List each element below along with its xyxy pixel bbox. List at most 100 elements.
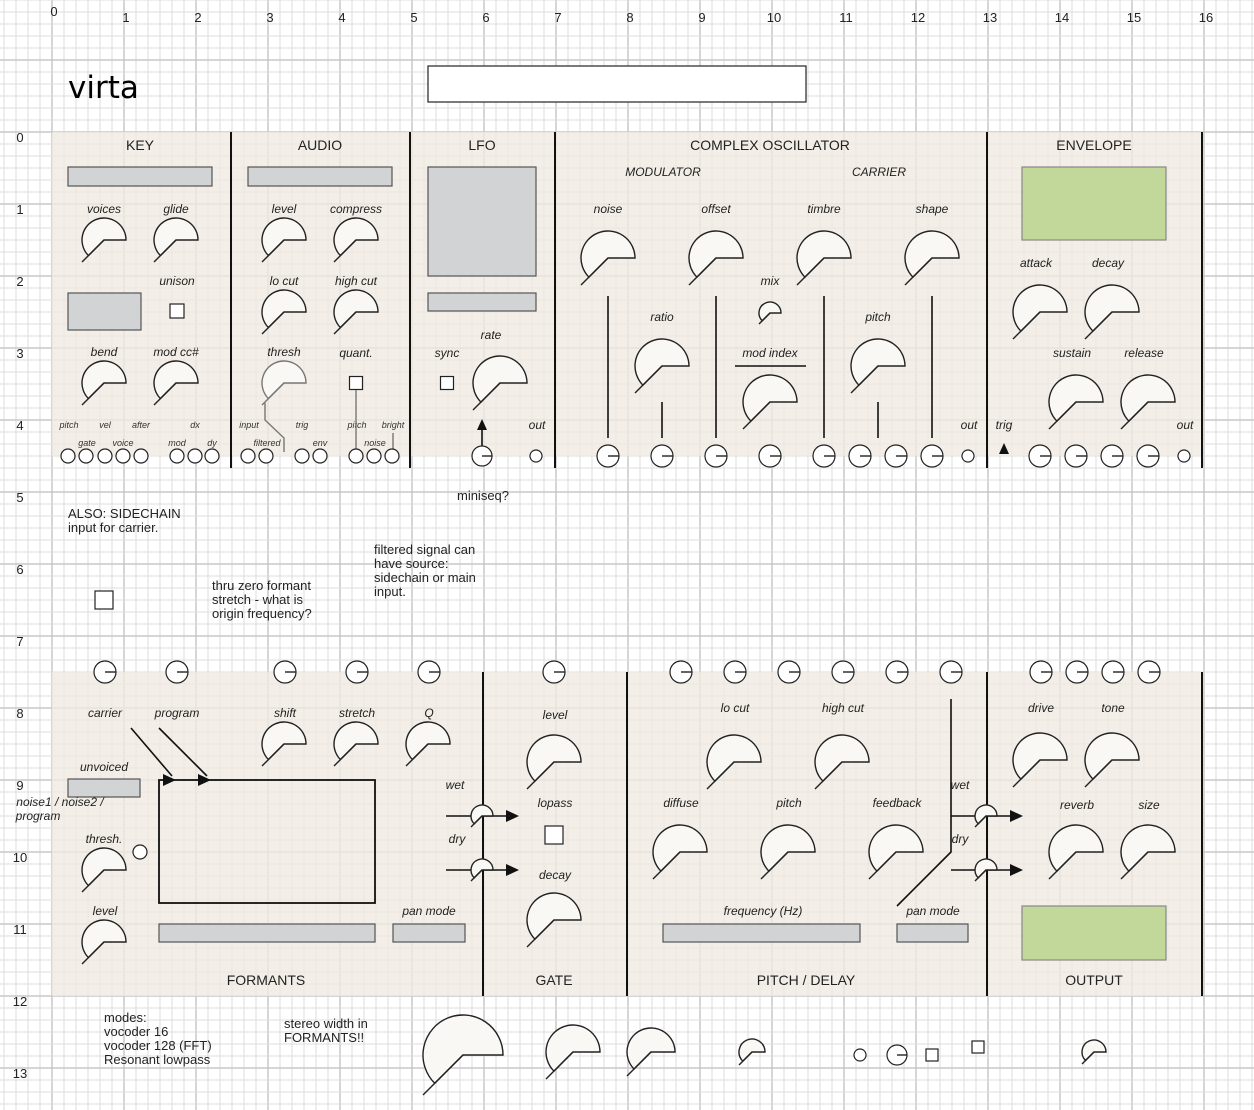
- ratio-knob[interactable]: [634, 338, 690, 394]
- bottom-cv-6-jack[interactable]: [669, 660, 693, 684]
- sample-cv-jack-jack[interactable]: [886, 1044, 908, 1066]
- highcut-knob[interactable]: [333, 289, 379, 335]
- timbre-knob[interactable]: [796, 230, 852, 286]
- osc-cv-4-jack[interactable]: [812, 444, 836, 468]
- audio-cv-6-jack[interactable]: [384, 448, 400, 464]
- env-cv-3-jack[interactable]: [1136, 444, 1160, 468]
- osc-cv-5-jack[interactable]: [848, 444, 872, 468]
- lopass-toggle[interactable]: [544, 825, 564, 845]
- gate-decay-knob[interactable]: [526, 892, 582, 948]
- formant-dry-knob[interactable]: [470, 858, 494, 882]
- lfo-out-jack[interactable]: [529, 449, 543, 463]
- shape-knob[interactable]: [904, 230, 960, 286]
- osc-cv-1-jack[interactable]: [650, 444, 674, 468]
- sample-medium-knob[interactable]: [545, 1024, 601, 1080]
- bottom-cv-10-jack[interactable]: [885, 660, 909, 684]
- offset-knob[interactable]: [688, 230, 744, 286]
- sample-toggle-2[interactable]: [971, 1040, 985, 1054]
- formant-wet-knob[interactable]: [470, 804, 494, 828]
- key-cv-0-jack[interactable]: [60, 448, 76, 464]
- audio-cv-2-jack[interactable]: [294, 448, 310, 464]
- sample-toggle[interactable]: [925, 1048, 939, 1062]
- sample-tiny-knob[interactable]: [1081, 1039, 1107, 1065]
- quantize-toggle[interactable]: [348, 375, 364, 391]
- bottom-cv-12-jack[interactable]: [1029, 660, 1053, 684]
- sync-toggle[interactable]: [439, 375, 455, 391]
- name-field[interactable]: [427, 65, 807, 103]
- bottom-cv-4-jack[interactable]: [417, 660, 441, 684]
- bottom-cv-1-jack[interactable]: [165, 660, 189, 684]
- gate-level-knob[interactable]: [526, 734, 582, 790]
- mod-index-knob[interactable]: [742, 374, 798, 430]
- glide-knob[interactable]: [153, 217, 199, 263]
- bottom-cv-11-jack[interactable]: [939, 660, 963, 684]
- osc-cv-0-jack[interactable]: [596, 444, 620, 468]
- sample-large-knob[interactable]: [422, 1014, 504, 1096]
- q-knob[interactable]: [405, 721, 451, 767]
- formant-bar[interactable]: [158, 923, 376, 943]
- env-cv-1-jack[interactable]: [1064, 444, 1088, 468]
- key-cv-4-jack[interactable]: [133, 448, 149, 464]
- bottom-cv-13-jack[interactable]: [1065, 660, 1089, 684]
- key-cv-7-jack[interactable]: [204, 448, 220, 464]
- modcc-knob[interactable]: [153, 360, 199, 406]
- output-size-knob[interactable]: [1120, 824, 1176, 880]
- shift-knob[interactable]: [261, 721, 307, 767]
- sidechain-toggle[interactable]: [94, 590, 114, 610]
- carrier-pitch-knob[interactable]: [850, 338, 906, 394]
- stretch-knob[interactable]: [333, 721, 379, 767]
- delay-pitch-knob[interactable]: [760, 824, 816, 880]
- bottom-cv-2-jack[interactable]: [273, 660, 297, 684]
- unison-toggle[interactable]: [169, 303, 185, 319]
- key-cv-3-jack[interactable]: [115, 448, 131, 464]
- key-cv-1-jack[interactable]: [78, 448, 94, 464]
- bottom-cv-5-jack[interactable]: [542, 660, 566, 684]
- lfo-rate-cv-jack[interactable]: [471, 445, 493, 467]
- voices-knob[interactable]: [81, 217, 127, 263]
- audio-cv-0-jack[interactable]: [240, 448, 256, 464]
- env-out-jack[interactable]: [1177, 449, 1191, 463]
- output-reverb-knob[interactable]: [1048, 824, 1104, 880]
- frequency-bar[interactable]: [662, 923, 861, 943]
- bottom-cv-3-jack[interactable]: [345, 660, 369, 684]
- bottom-cv-0-jack[interactable]: [93, 660, 117, 684]
- delay-diffuse-knob[interactable]: [652, 824, 708, 880]
- attack-knob[interactable]: [1012, 284, 1068, 340]
- output-drive-knob[interactable]: [1012, 732, 1068, 788]
- formant-pan-mode[interactable]: [392, 923, 466, 943]
- level-knob[interactable]: [261, 217, 307, 263]
- bend-knob[interactable]: [81, 360, 127, 406]
- audio-cv-4-jack[interactable]: [348, 448, 364, 464]
- sample-medium-small-knob[interactable]: [626, 1027, 676, 1077]
- delay-wet-knob[interactable]: [974, 804, 998, 828]
- osc-cv-6-jack[interactable]: [884, 444, 908, 468]
- release-knob[interactable]: [1120, 374, 1176, 430]
- sample-small-knob[interactable]: [738, 1038, 766, 1066]
- osc-cv-2-jack[interactable]: [704, 444, 728, 468]
- bottom-cv-8-jack[interactable]: [777, 660, 801, 684]
- delay-locut-knob[interactable]: [706, 734, 762, 790]
- compress-knob[interactable]: [333, 217, 379, 263]
- formant-level-knob[interactable]: [81, 919, 127, 965]
- audio-cv-1-jack[interactable]: [258, 448, 274, 464]
- lfo-rate-knob[interactable]: [472, 355, 528, 411]
- osc-out-jack[interactable]: [961, 449, 975, 463]
- env-cv-2-jack[interactable]: [1100, 444, 1124, 468]
- key-cv-6-jack[interactable]: [187, 448, 203, 464]
- osc-cv-7-jack[interactable]: [920, 444, 944, 468]
- bottom-cv-9-jack[interactable]: [831, 660, 855, 684]
- noise-knob[interactable]: [580, 230, 636, 286]
- bottom-cv-14-jack[interactable]: [1101, 660, 1125, 684]
- osc-cv-3-jack[interactable]: [758, 444, 782, 468]
- unvoiced-selector[interactable]: [67, 778, 141, 798]
- sustain-knob[interactable]: [1048, 374, 1104, 430]
- audio-cv-5-jack[interactable]: [366, 448, 382, 464]
- bottom-cv-7-jack[interactable]: [723, 660, 747, 684]
- thresh-knob[interactable]: [261, 360, 307, 406]
- audio-cv-3-jack[interactable]: [312, 448, 328, 464]
- formant-thresh-knob[interactable]: [81, 847, 127, 893]
- thresh-indicator-jack[interactable]: [132, 844, 148, 860]
- delay-feedback-knob[interactable]: [868, 824, 924, 880]
- key-cv-5-jack[interactable]: [169, 448, 185, 464]
- delay-highcut-knob[interactable]: [814, 734, 870, 790]
